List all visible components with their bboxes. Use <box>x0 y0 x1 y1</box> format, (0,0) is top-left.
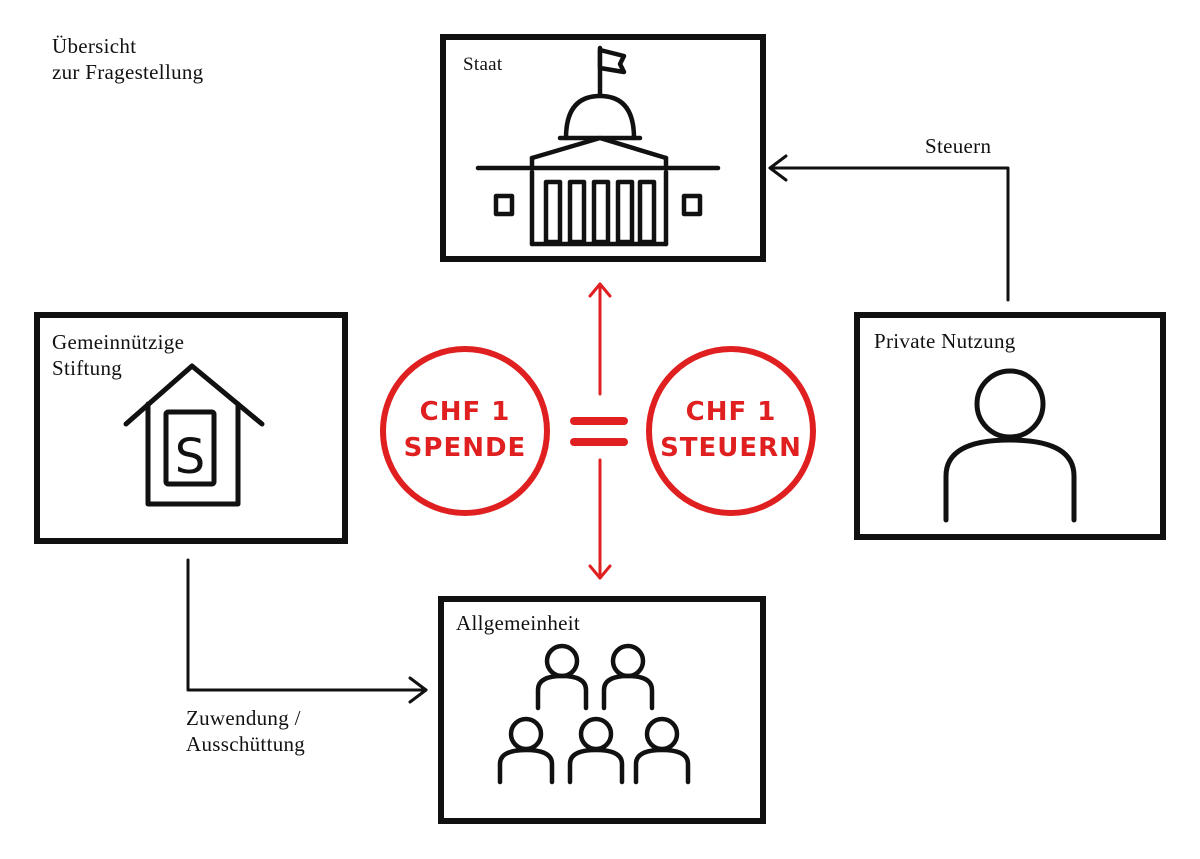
red-vertical-arrow <box>588 282 612 580</box>
capitol-building-icon <box>475 45 721 247</box>
steuern-edge-label: Steuern <box>925 134 992 158</box>
title-line-1: Übersicht <box>52 34 137 58</box>
person-icon <box>943 368 1077 523</box>
equals-sign <box>570 417 628 446</box>
staat-box <box>440 34 766 262</box>
steuern-arrow <box>768 154 1010 302</box>
title-line-2: zur Fragestellung <box>52 60 204 84</box>
steuern-circle <box>646 346 816 516</box>
house-icon <box>123 363 265 507</box>
steuern-circle-line-1: CHF 1 <box>686 397 777 427</box>
zuwendung-edge-label-line-1: Zuwendung / <box>186 706 301 730</box>
zuwendung-arrow <box>186 558 428 704</box>
staat-label: Staat <box>463 54 503 75</box>
spende-circle <box>380 346 550 516</box>
private-label: Private Nutzung <box>874 329 1016 353</box>
stiftung-label-line-2: Stiftung <box>52 356 123 380</box>
spende-circle-line-1: CHF 1 <box>420 397 511 427</box>
house-letter-s: S <box>175 429 205 485</box>
private-box <box>854 312 1166 540</box>
zuwendung-edge-label-line-2: Ausschüttung <box>186 732 306 756</box>
stiftung-label-line-1: Gemeinnützige <box>52 330 185 354</box>
people-group-icon <box>497 643 691 785</box>
spende-circle-line-2: SPENDE <box>404 433 527 463</box>
steuern-circle-line-2: STEUERN <box>660 433 802 463</box>
allgemeinheit-box <box>438 596 766 824</box>
allgemeinheit-label: Allgemeinheit <box>456 611 581 635</box>
